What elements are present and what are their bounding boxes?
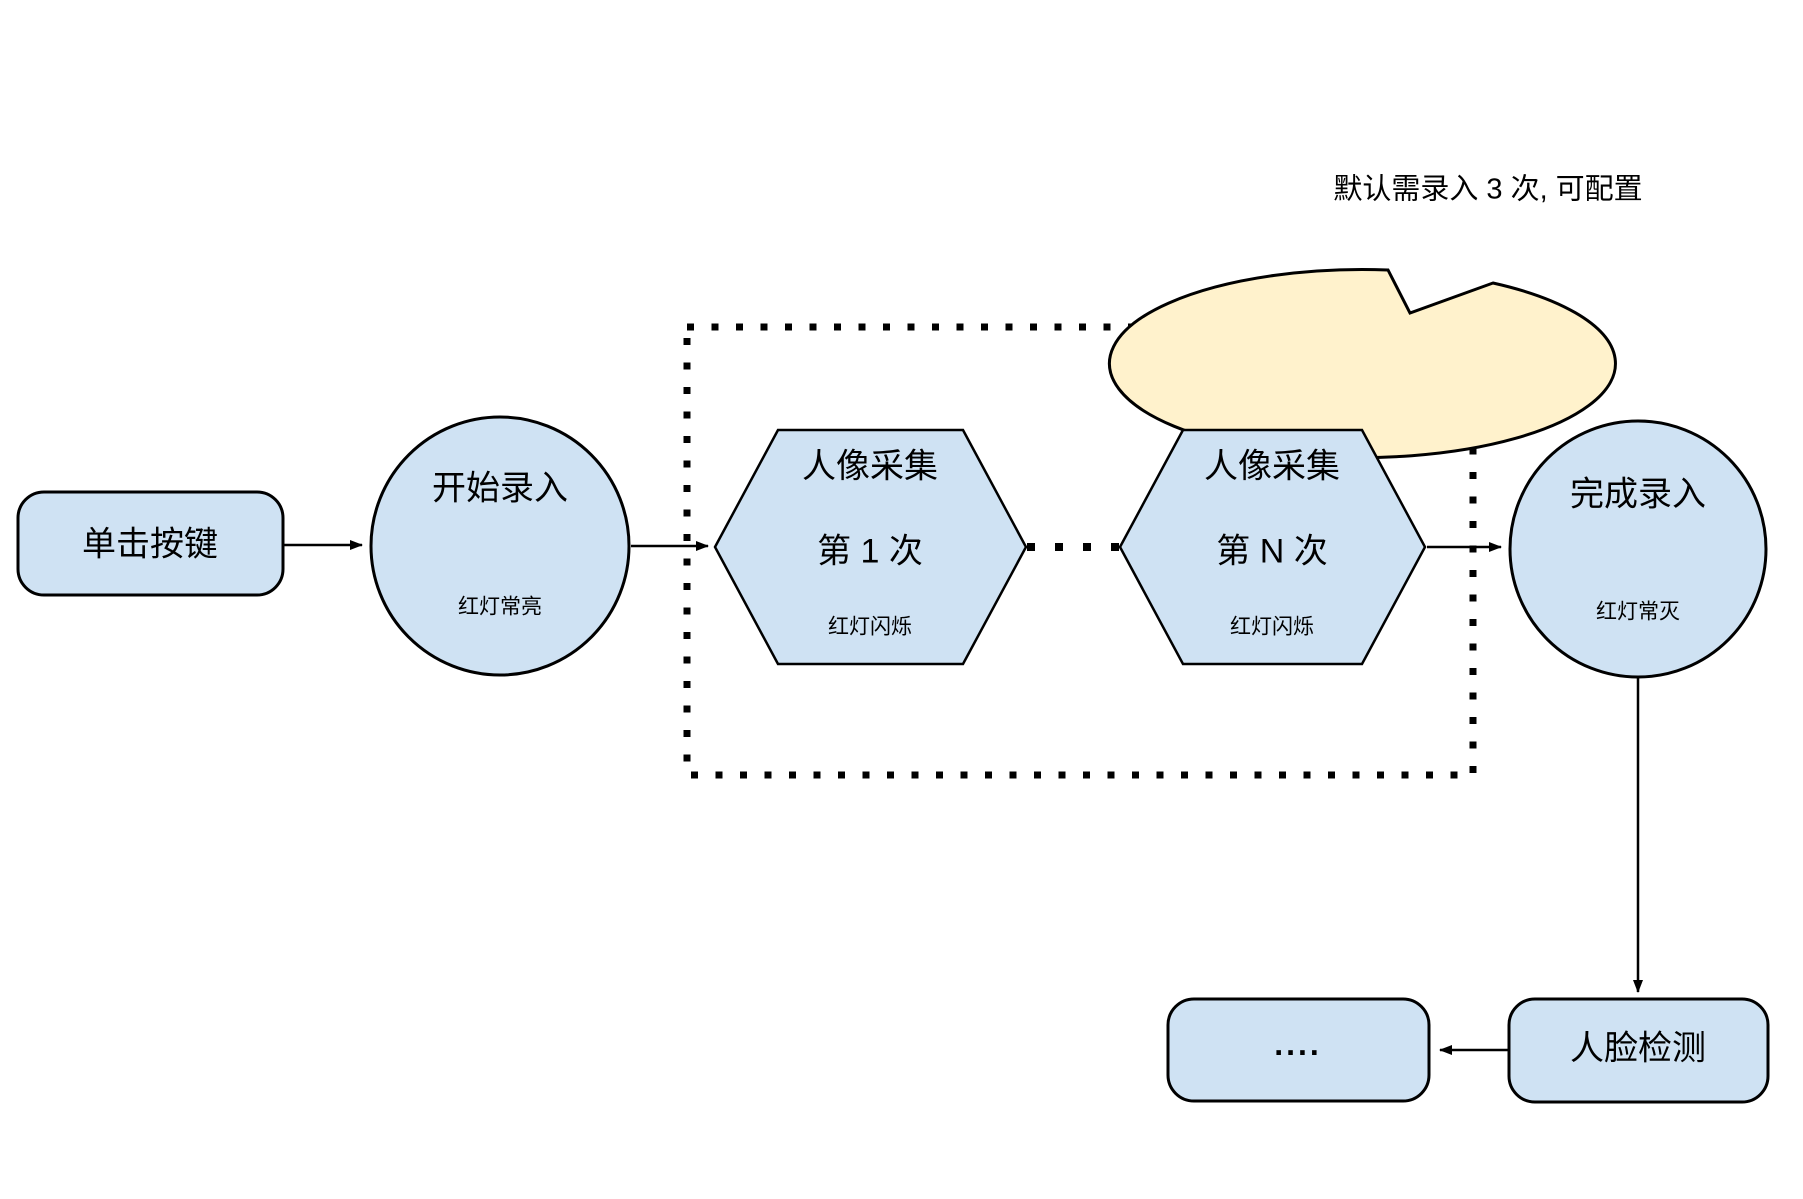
loop-container-dotted-box [683,323,1477,779]
capture-nth-count: 第 N 次 [1216,532,1328,571]
node-capture-first-hexagon [713,428,1028,666]
capture-first-title: 人像采集 [802,447,938,486]
capture-first-subtitle: 红灯闪烁 [828,615,912,639]
finish-entry-title: 完成录入 [1570,475,1706,514]
face-detection-label: 人脸检测 [1570,1029,1706,1068]
click-button-label: 单击按键 [82,525,218,564]
node-capture-nth-hexagon [1118,428,1427,666]
node-finish-entry-circle [1508,419,1768,679]
more-label: .... [1274,1025,1322,1062]
capture-nth-subtitle: 红灯闪烁 [1230,615,1314,639]
capture-first-count: 第 1 次 [817,532,923,571]
start-entry-subtitle: 红灯常亮 [458,595,542,619]
node-face-detection [1507,997,1770,1104]
capture-nth-title: 人像采集 [1204,447,1340,486]
start-entry-title: 开始录入 [432,469,568,508]
node-start-entry-circle [369,415,631,677]
callout-note-text: 默认需录入 3 次, 可配置 [1333,173,1643,206]
node-more [1166,997,1431,1103]
finish-entry-subtitle: 红灯常灭 [1596,600,1680,624]
node-click-button [16,490,285,597]
